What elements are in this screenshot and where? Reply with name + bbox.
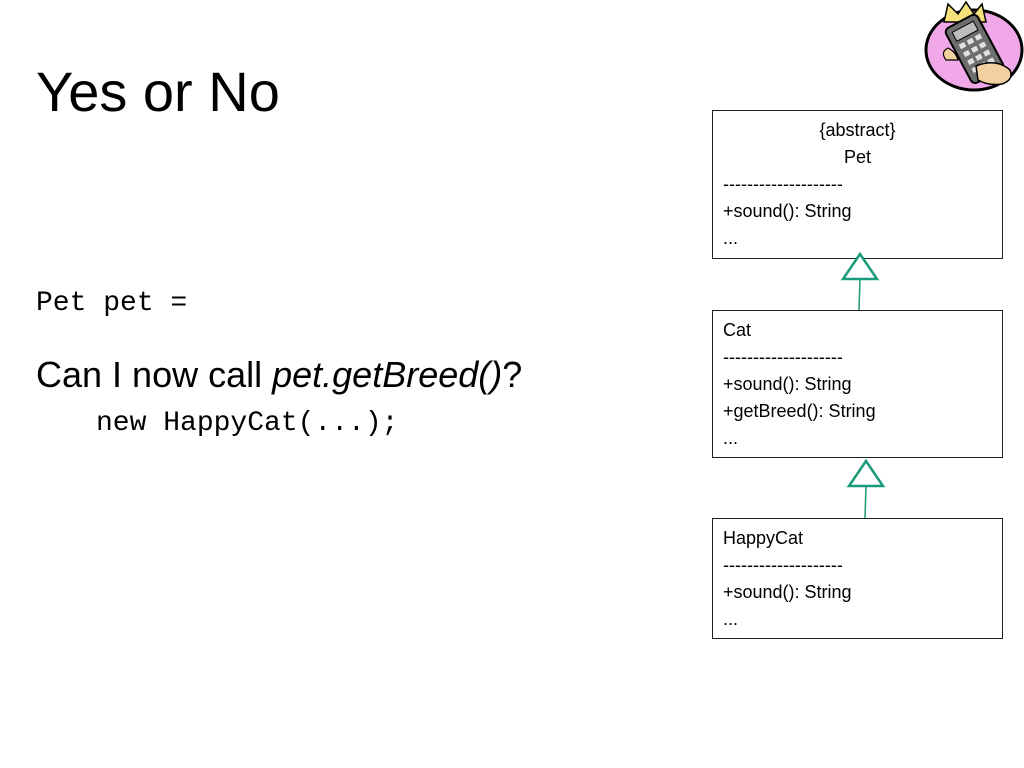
uml-happycat-member: ... — [723, 609, 739, 629]
uml-pet-member: +sound(): String — [723, 201, 852, 221]
uml-pet-stereotype: {abstract} — [819, 120, 896, 140]
hand-holding-remote-control-icon — [924, 0, 1024, 92]
question-suffix: ? — [502, 354, 523, 395]
uml-cat-member: +sound(): String — [723, 374, 852, 394]
uml-cat-name: Cat — [723, 320, 752, 340]
uml-pet-name: Pet — [843, 147, 872, 167]
uml-cat-member: ... — [723, 428, 739, 448]
code-line-1: Pet pet = — [36, 288, 188, 319]
question-prefix: Can I now call — [36, 354, 273, 395]
uml-class-happycat: HappyCat -------------------- +sound(): … — [712, 518, 1003, 639]
inheritance-arrow-cat-to-pet — [840, 251, 880, 311]
question-method: pet.getBreed() — [272, 354, 503, 395]
uml-pet-separator: -------------------- — [723, 174, 843, 194]
slide-title: Yes or No — [36, 60, 280, 123]
uml-cat-member: +getBreed(): String — [723, 401, 876, 421]
uml-happycat-separator: -------------------- — [723, 555, 843, 575]
uml-pet-member: ... — [723, 228, 739, 248]
uml-happycat-name: HappyCat — [723, 528, 804, 548]
code-line-2: new HappyCat(...); — [96, 408, 399, 439]
uml-class-cat: Cat -------------------- +sound(): Strin… — [712, 310, 1003, 458]
uml-class-pet: {abstract} Pet -------------------- +sou… — [712, 110, 1003, 259]
inheritance-arrow-happycat-to-cat — [846, 458, 886, 519]
uml-happycat-member: +sound(): String — [723, 582, 852, 602]
code-snippet: Pet pet = new HappyCat(...); — [36, 204, 398, 484]
question-text: Can I now call pet.getBreed()? — [36, 352, 522, 398]
uml-cat-separator: -------------------- — [723, 347, 843, 367]
